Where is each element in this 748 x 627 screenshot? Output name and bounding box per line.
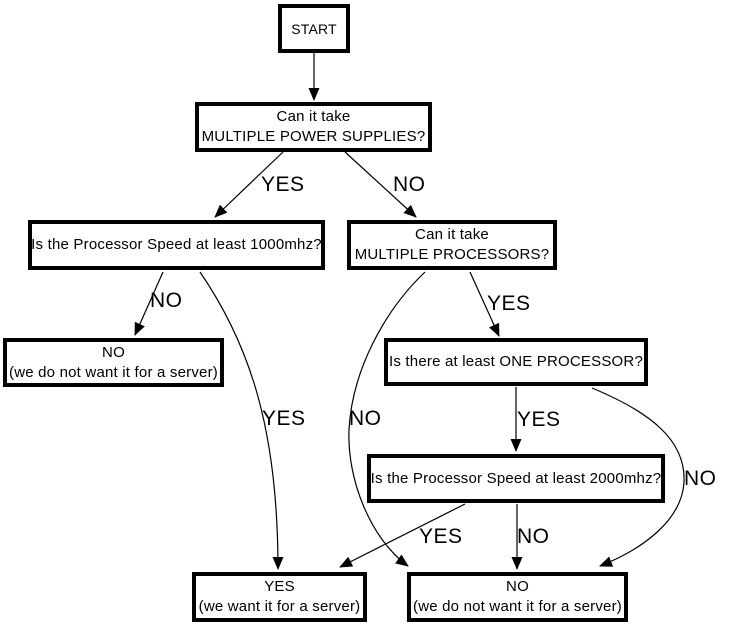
arrow-speed1000-yes-to-accept-final — [199, 271, 284, 570]
edge-label-oneproc-no: NO — [684, 467, 717, 490]
edge-label-multiproc-no: NO — [349, 407, 382, 430]
node-accept-final-line2: (we want it for a server) — [198, 598, 361, 615]
edge-label-multiproc-yes: YES — [487, 292, 531, 315]
node-reject-mid-line2: (we do not want it for a server) — [9, 363, 218, 381]
node-reject-mid-line1: NO — [102, 343, 125, 361]
node-speed-1000mhz-label: Is the Processor Speed at least 1000mhz? — [31, 236, 322, 253]
arrow-multiproc-no-to-reject-final — [348, 271, 426, 567]
node-reject-final: NO (we do not want it for a server) — [407, 572, 628, 622]
node-start-label: START — [291, 20, 337, 37]
arrow-multiproc-yes-to-one-processor — [469, 271, 500, 337]
arrow-oneproc-no-to-reject-final — [591, 387, 685, 567]
edge-label-speed2000-no: NO — [517, 525, 550, 548]
node-multiple-processors-line2: MULTIPLE PROCESSORS? — [354, 246, 550, 263]
node-speed-1000mhz: Is the Processor Speed at least 1000mhz? — [28, 220, 325, 270]
node-reject-mid: NO (we do not want it for a server) — [3, 338, 224, 387]
node-multiple-power-supplies-line2: MULTIPLE POWER SUPPLIES? — [201, 128, 426, 145]
edge-label-speed1000-no: NO — [150, 289, 183, 312]
node-start: START — [278, 4, 350, 53]
arrow-speed1000-no-to-reject-mid — [134, 271, 164, 336]
edge-label-oneproc-yes: YES — [517, 408, 561, 431]
node-one-processor: Is there at least ONE PROCESSOR? — [384, 338, 648, 386]
node-multiple-power-supplies-line1: Can it take — [276, 108, 351, 125]
node-reject-final-line1: NO — [506, 578, 529, 595]
node-multiple-power-supplies: Can it take MULTIPLE POWER SUPPLIES? — [195, 102, 432, 152]
edge-label-speed2000-yes: YES — [419, 525, 463, 548]
edge-label-power-yes: YES — [261, 173, 305, 196]
edge-label-speed1000-yes: YES — [262, 407, 306, 430]
node-multiple-processors-line1: Can it take — [415, 226, 489, 243]
node-multiple-processors: Can it take MULTIPLE PROCESSORS? — [347, 220, 557, 270]
node-speed-2000mhz-label: Is the Processor Speed at least 2000mhz? — [370, 469, 662, 487]
edge-label-power-no: NO — [393, 173, 426, 196]
node-one-processor-label: Is there at least ONE PROCESSOR? — [389, 353, 643, 370]
arrow-speed2000-yes-to-accept-final — [339, 503, 466, 568]
arrow-power-yes-to-speed1000 — [214, 151, 284, 218]
node-accept-final: YES (we want it for a server) — [192, 572, 367, 622]
node-accept-final-line1: YES — [264, 578, 295, 595]
node-reject-final-line2: (we do not want it for a server) — [413, 598, 622, 615]
node-speed-2000mhz: Is the Processor Speed at least 2000mhz? — [367, 454, 665, 503]
arrow-power-no-to-multiple-processors — [344, 151, 417, 218]
